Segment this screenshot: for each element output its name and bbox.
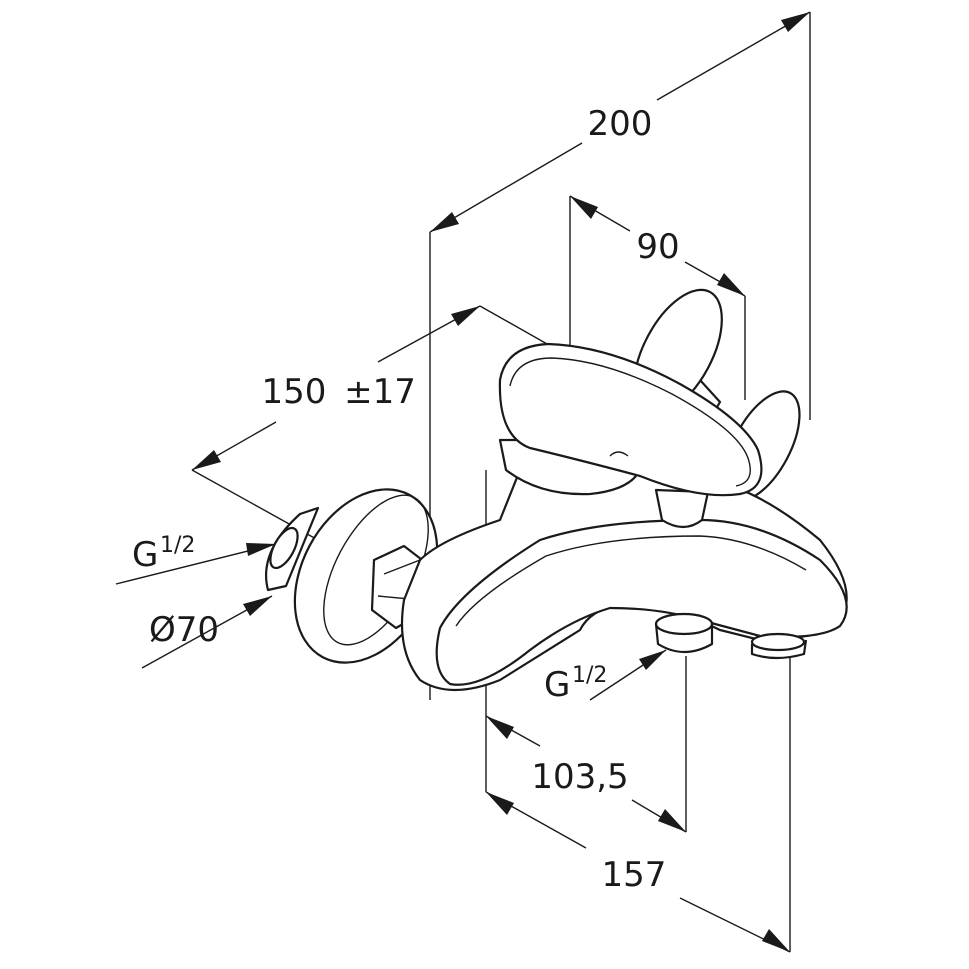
svg-text:1/2: 1/2 [160,533,195,558]
handle-offset-label: 90 [636,227,679,267]
outlet-thread-label: G 1/2 [544,663,607,705]
outlet-fittings [654,612,808,660]
spout-projection-label: 157 [602,855,667,895]
outlet-projection-label: 103,5 [531,757,628,797]
inlet-thread-label: G 1/2 [132,533,195,575]
dimension-labels: 200 90 150 ±17 G 1/2 Ø70 G 1/2 103,5 157 [132,104,680,895]
svg-text:G: G [132,535,158,575]
flange-diameter-label: Ø70 [149,610,219,650]
lever-handle [498,342,763,497]
center-distance-label: 150 [262,372,327,412]
svg-text:1/2: 1/2 [572,663,607,688]
center-tolerance-label: ±17 [344,372,416,412]
spout [435,518,848,686]
faucet-illustration [264,288,848,692]
svg-text:G: G [544,665,570,705]
overall-width-label: 200 [588,104,653,144]
